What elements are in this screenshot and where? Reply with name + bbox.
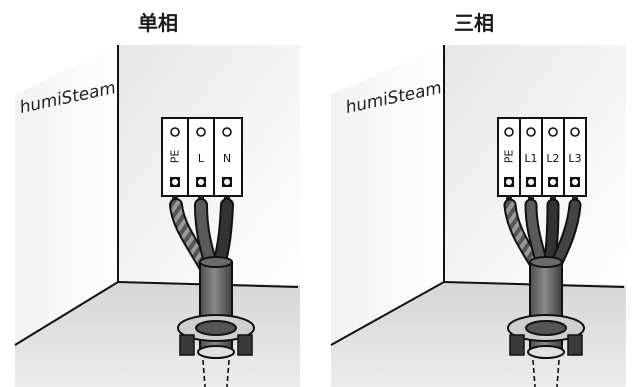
terminal-label-pe: PE <box>502 149 516 164</box>
terminal-label-l1: L1 <box>524 152 538 165</box>
terminal-screw <box>170 127 180 137</box>
terminal-label-l: L <box>197 152 205 165</box>
terminal-screw <box>222 127 232 137</box>
three-phase-illustration <box>330 45 626 387</box>
terminal-label-n: N <box>222 152 232 165</box>
terminal-label-pe: PE <box>168 149 182 164</box>
terminal-screw <box>570 127 580 137</box>
terminal-label-l3: L3 <box>568 152 582 165</box>
floor-edge-left <box>14 281 119 346</box>
panel-title: 单相 <box>138 11 178 35</box>
terminal-screw <box>196 127 206 137</box>
three-phase-panel: 三相 humiSteam PE L1 L2 L3 <box>316 0 632 387</box>
panel-title: 三相 <box>454 11 494 35</box>
single-phase-panel: 单相 humiSteam PE L N <box>14 11 300 387</box>
terminal-screw <box>526 127 536 137</box>
left-wall <box>15 45 118 345</box>
single-phase-illustration <box>14 45 300 387</box>
terminal-screw <box>548 127 558 137</box>
left-wall <box>331 45 444 345</box>
floor-edge-left <box>330 281 445 346</box>
terminal-label-l2: L2 <box>546 152 560 165</box>
terminal-screw <box>504 127 514 137</box>
